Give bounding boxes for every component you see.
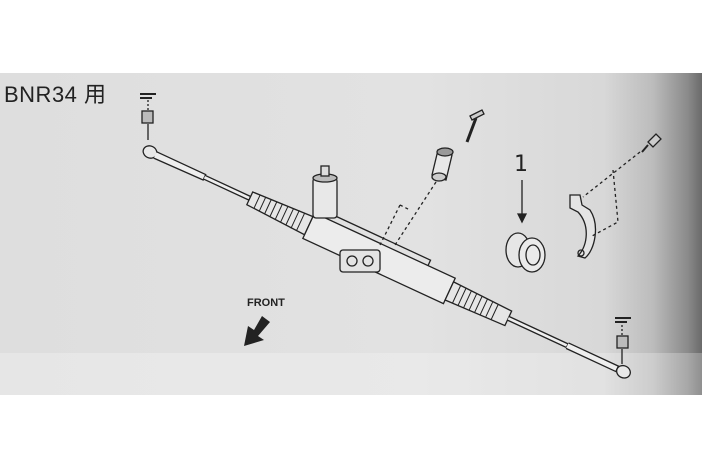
left-boot [245,191,314,236]
valve-body [312,165,381,273]
assembly-dashed-lines [379,181,437,246]
right-cotter-pin [615,317,631,323]
front-direction-arrow-icon [244,316,270,346]
rack-bushing-ring [505,232,546,273]
mount-bushing [431,147,454,182]
right-tie-rod-sleeve [565,342,620,373]
right-tie-rod [507,315,569,349]
right-castle-nut [616,335,629,349]
left-boot-ribs [253,195,306,232]
mount-bolt [465,109,485,143]
bracket-dashed-lines [582,151,641,237]
steering-rack-assembly [142,145,631,379]
left-tie-rod [203,174,252,201]
left-cotter-pin [140,93,156,99]
front-direction-label: FRONT [247,297,285,309]
part-callout-number: 1 [514,152,528,177]
mount-bracket [569,194,597,259]
callout-arrowhead [516,213,528,224]
paper-band [0,353,702,395]
left-tie-rod-sleeve [153,151,207,181]
bracket-bolt [641,133,662,153]
diagram-title: BNR34 用 [4,82,107,107]
right-boot-ribs [451,285,499,320]
right-tie-rod-end [615,364,631,379]
scanned-diagram-page [0,73,702,395]
pipe-line [330,213,432,266]
left-castle-nut [141,110,154,124]
